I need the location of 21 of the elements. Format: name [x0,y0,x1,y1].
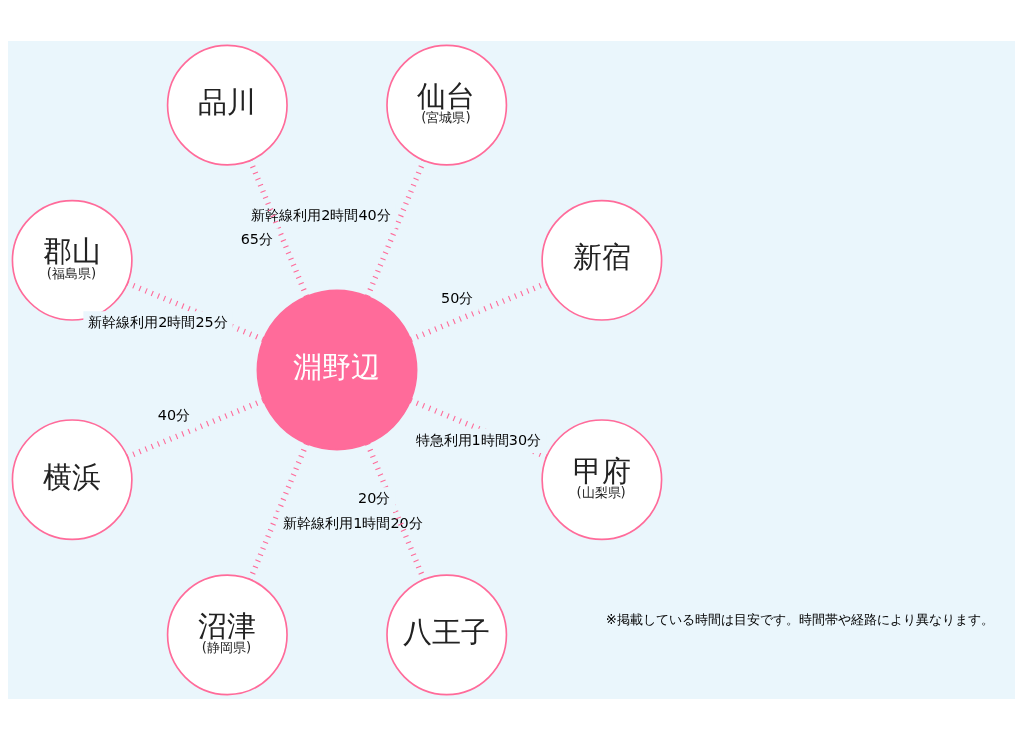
label: ※掲載している時間は目安です。時間帯や経路により異なります。 [605,612,994,628]
connector [365,442,427,581]
connector [409,280,548,342]
node-circle: 新宿 [541,199,663,321]
node-circle: 八王子 [386,574,508,696]
edge-label: 新幹線利用2時間40分 [251,206,391,223]
edge-label: 20分 [358,490,391,507]
edge-label: 50分 [441,289,474,306]
edge-label: 新幹線利用1時間20分 [283,514,423,531]
node-circle: 沼津 (静岡県) [166,574,288,696]
edge-label: 特急利用1時間30分 [415,431,542,448]
connector [126,398,265,460]
connector [247,442,309,581]
connector [365,159,427,298]
connector [247,159,309,298]
edge-label: 40分 [157,407,191,424]
node-circle: 甲府 (山梨県) [541,419,663,541]
edge-label: 65分 [240,231,274,248]
node-circle: 横浜 [11,419,133,541]
node-circle: 品川 [166,44,288,166]
node-circle: 仙台 (宮城県) [386,44,508,166]
